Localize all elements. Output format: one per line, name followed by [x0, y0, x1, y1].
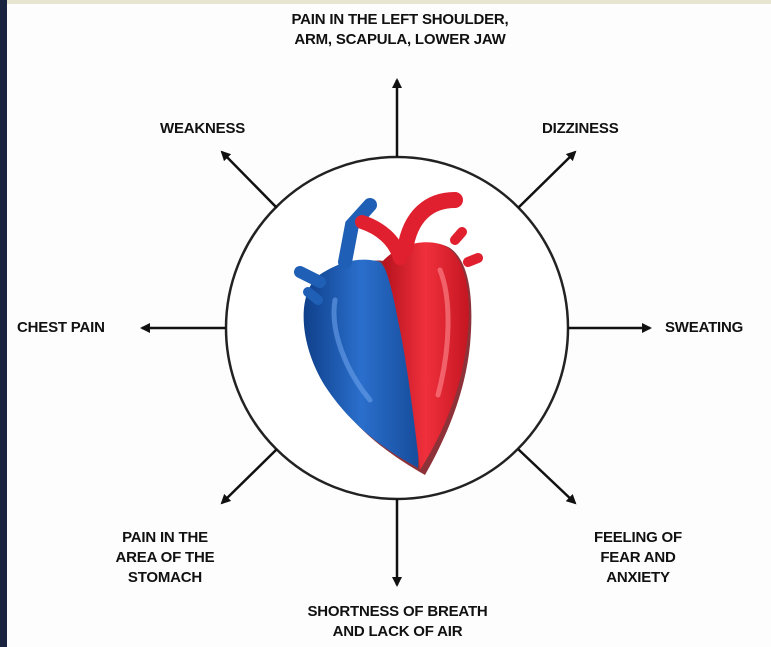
symptom-fear-anxiety-label: FEELING OF FEAR AND ANXIETY: [573, 528, 703, 588]
symptom-top-line-2: ARM, SCAPULA, LOWER JAW: [245, 30, 555, 50]
symptom-fear-line-1: FEELING OF: [573, 528, 703, 548]
symptom-fear-line-2: FEAR AND: [573, 548, 703, 568]
symptom-top-line-1: PAIN IN THE LEFT SHOULDER,: [245, 10, 555, 30]
symptom-breath-line-2: AND LACK OF AIR: [265, 622, 530, 642]
symptom-chest-pain-label: CHEST PAIN: [17, 318, 105, 338]
arrow-down-right: [518, 449, 575, 503]
symptom-stomach-line-1: PAIN IN THE: [95, 528, 235, 548]
symptom-breath-line-1: SHORTNESS OF BREATH: [265, 602, 530, 622]
arrow-up-left: [222, 152, 277, 208]
symptom-sweating-label: SWEATING: [665, 318, 743, 338]
symptom-fear-line-3: ANXIETY: [573, 568, 703, 588]
symptom-stomach-pain-label: PAIN IN THE AREA OF THE STOMACH: [95, 528, 235, 588]
symptom-shortness-breath-label: SHORTNESS OF BREATH AND LACK OF AIR: [265, 602, 530, 642]
symptom-stomach-line-3: STOMACH: [95, 568, 235, 588]
symptom-dizziness-label: DIZZINESS: [542, 119, 619, 139]
symptom-weakness-label: WEAKNESS: [160, 119, 245, 139]
symptom-top-label: PAIN IN THE LEFT SHOULDER, ARM, SCAPULA,…: [245, 10, 555, 50]
symptom-stomach-line-2: AREA OF THE: [95, 548, 235, 568]
arrow-up-right: [518, 152, 575, 208]
arrow-down-left: [222, 449, 277, 503]
